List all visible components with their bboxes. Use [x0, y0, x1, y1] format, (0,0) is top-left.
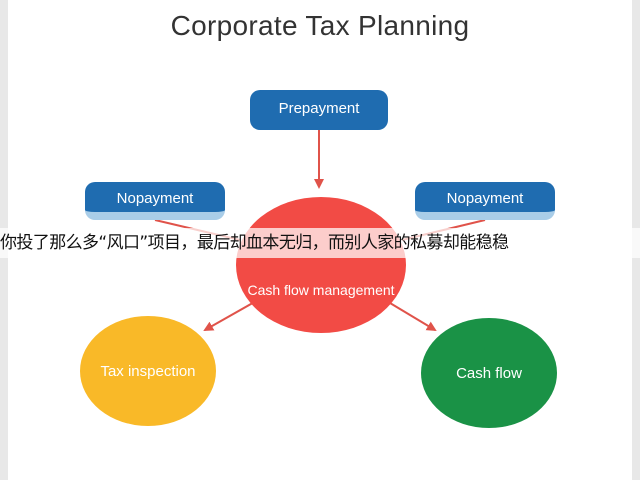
caption-overlay-text: 你投了那么多“风口”项目，最后却血本无归，而别人家的私募却能稳稳	[0, 233, 509, 253]
cash-flow-node: Cash flow	[421, 318, 557, 428]
nopayment-left-node: Nopayment	[85, 182, 225, 220]
cash-flow-label: Cash flow	[456, 364, 522, 382]
nopayment-left-label: Nopayment	[116, 190, 194, 207]
caption-overlay-band	[0, 228, 640, 258]
tax-inspection-label: Tax inspection	[100, 362, 196, 380]
diagram-title: Corporate Tax Planning	[170, 10, 470, 41]
arrow-center-to-tax-inspection	[203, 299, 259, 331]
nopayment-right-node: Nopayment	[415, 182, 555, 220]
tax-inspection-node: Tax inspection	[80, 316, 216, 426]
arrow-center-to-cash-flow	[384, 299, 437, 332]
cash-flow-management-node: Cash flow management	[236, 197, 406, 333]
nopayment-right-label: Nopayment	[446, 190, 524, 207]
cash-flow-management-label: Cash flow management	[247, 282, 395, 298]
prepayment-node: Prepayment	[250, 90, 388, 130]
prepayment-label: Prepayment	[278, 100, 360, 117]
